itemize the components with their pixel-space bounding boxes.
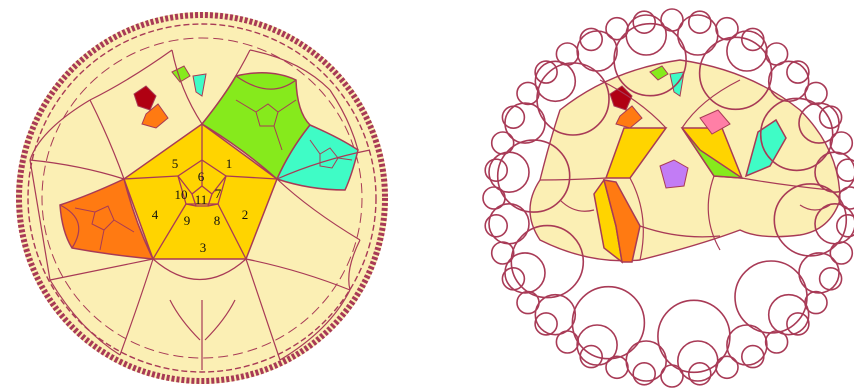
boundary-circle xyxy=(606,356,628,378)
boundary-circle xyxy=(626,15,666,55)
right-tiling-panel xyxy=(483,9,854,387)
cell-label-5: 5 xyxy=(172,156,179,171)
boundary-circle xyxy=(716,18,738,40)
cell-label-4: 4 xyxy=(152,207,159,222)
boundary-circle xyxy=(489,152,529,192)
cell-label-10: 10 xyxy=(175,187,188,202)
boundary-circle xyxy=(837,159,854,181)
boundary-circle xyxy=(716,356,738,378)
cell-label-2: 2 xyxy=(242,207,249,222)
boundary-circle xyxy=(492,242,514,264)
cell-label-9: 9 xyxy=(184,213,191,228)
cell-label-8: 8 xyxy=(214,213,221,228)
boundary-circle xyxy=(492,132,514,154)
boundary-circle xyxy=(658,300,730,372)
boundary-circle xyxy=(606,18,628,40)
cell-label-7: 7 xyxy=(215,186,222,201)
boundary-circle xyxy=(830,242,852,264)
cell-label-6: 6 xyxy=(198,169,205,184)
boundary-circle xyxy=(572,287,644,359)
boundary-circle xyxy=(839,187,854,209)
boundary-circle xyxy=(830,132,852,154)
left-tiling-panel: 1 2 3 4 5 6 7 8 9 10 11 xyxy=(16,12,388,384)
boundary-circle xyxy=(678,341,718,381)
cell-label-3: 3 xyxy=(200,240,207,255)
cell-label-1: 1 xyxy=(226,156,233,171)
cell-label-11: 11 xyxy=(195,192,208,207)
right-cream-region xyxy=(530,60,840,261)
